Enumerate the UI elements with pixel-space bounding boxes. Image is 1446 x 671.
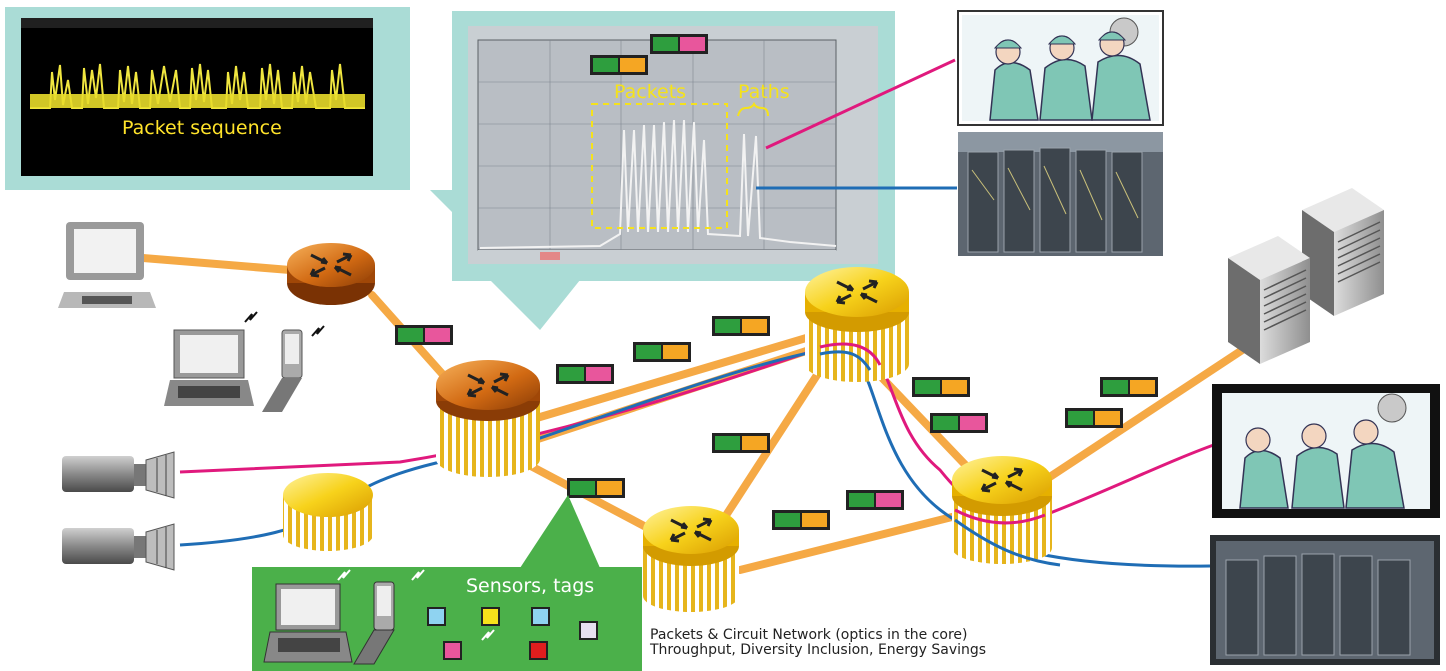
equipment-rack-image [958, 132, 1163, 256]
packet-sequence-label: Packet sequence [122, 117, 282, 139]
equipment-rack-display [1210, 535, 1440, 665]
surgery-image [957, 10, 1164, 126]
mobile-phone-icon [262, 329, 303, 412]
packet-blocks [395, 34, 1158, 530]
mobile-phone-icon [353, 581, 395, 665]
router-core-bottom [643, 506, 739, 612]
router-edge-top [287, 243, 375, 305]
network-caption: Packets & Circuit Network (optics in the… [650, 628, 986, 658]
router-core-top [805, 267, 909, 382]
router-edge-middle [436, 360, 540, 477]
spectrum-inset: Packets Paths [452, 11, 895, 330]
path-magenta [179, 58, 1223, 521]
caption-line-1: Packets & Circuit Network (optics in the… [650, 627, 968, 643]
server-icon [1228, 236, 1310, 364]
laptop-icon [164, 329, 254, 406]
packets-label: Packets [614, 81, 686, 103]
network-links [139, 254, 1269, 574]
sensors-panel: Sensors, tags [252, 495, 642, 671]
wireless-signal-icon [244, 311, 325, 337]
packet-sequence-inset: Packet sequence [5, 7, 520, 230]
video-camera-icon [62, 523, 175, 571]
server-icon [1302, 188, 1384, 316]
sensors-tags-label: Sensors, tags [466, 575, 594, 597]
paths-label: Paths [738, 81, 790, 103]
spectrum-peaks [479, 119, 837, 249]
laptop-icon [263, 583, 353, 663]
sensor-tags [427, 607, 598, 660]
caption-line-2: Throughput, Diversity Inclusion, Energy … [650, 642, 987, 658]
desktop-pc-icon [58, 222, 156, 308]
video-camera-icon [62, 451, 175, 499]
storage-node [283, 473, 373, 551]
surgery-display [1212, 384, 1440, 518]
